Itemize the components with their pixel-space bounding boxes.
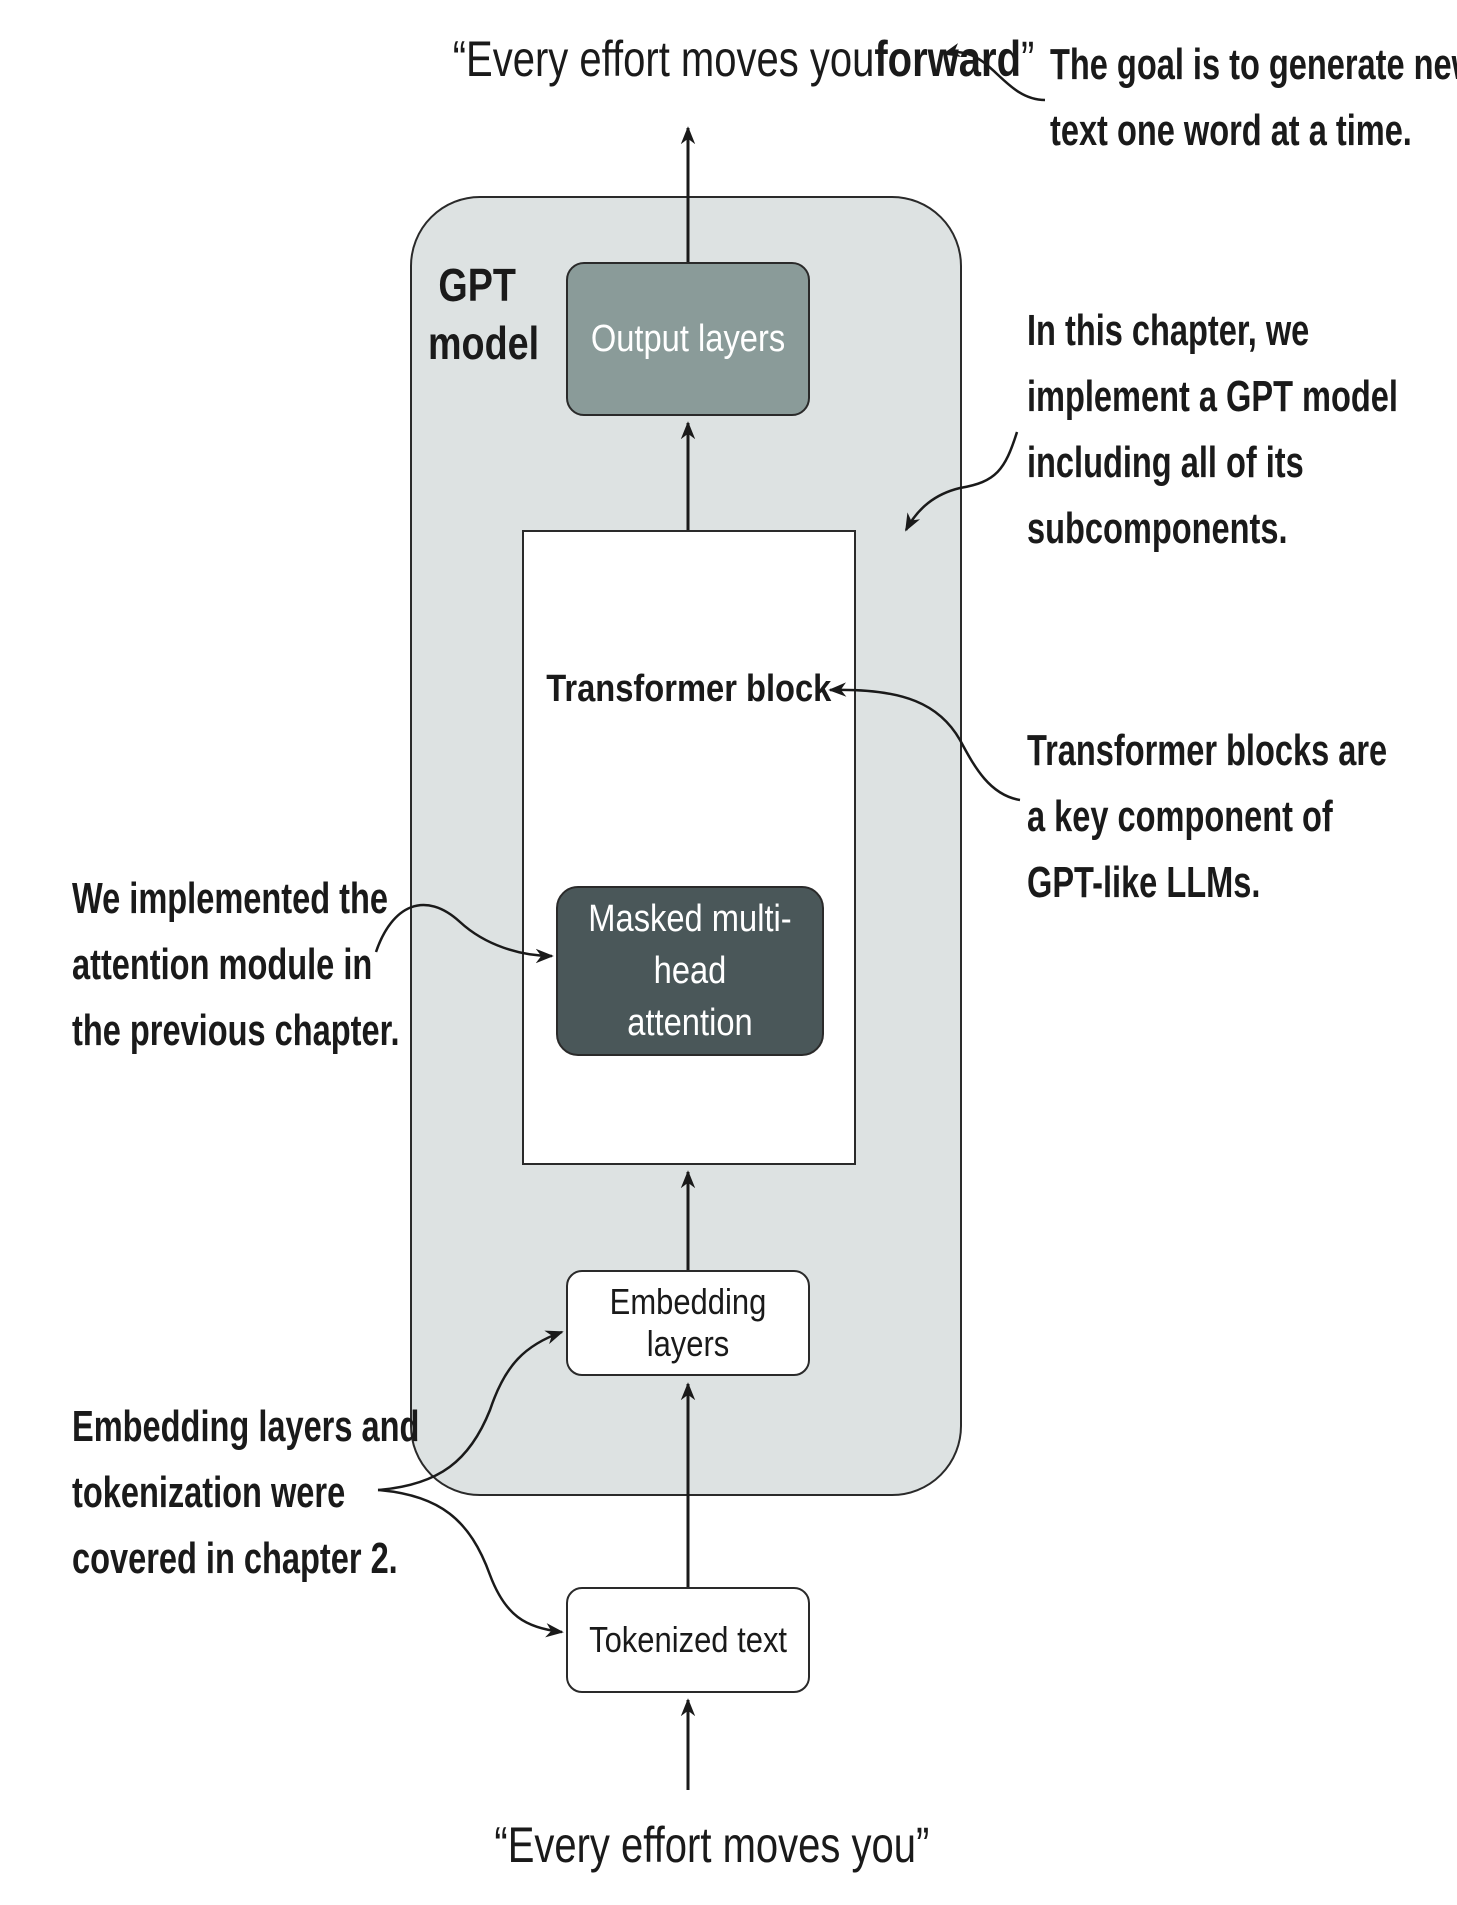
annotation-transformer-line: Transformer blocks are	[1027, 726, 1388, 775]
masked-multi-head-attention-box: Masked multi-head attention	[556, 886, 824, 1056]
input-quote-text: “Every effort moves you”	[494, 1817, 930, 1873]
transformer-block-box	[522, 530, 856, 1165]
output-quote-prefix: “Every effort moves you	[452, 31, 875, 87]
connector-chapter	[904, 431, 1019, 532]
output-quote-bold: forward	[874, 31, 1022, 87]
annotation-attention: We implemented the attention module in t…	[72, 866, 515, 1064]
input-quote: “Every effort moves you”	[440, 1816, 940, 1874]
transformer-block-label: Transformer block	[546, 668, 832, 710]
connector-embedding-upper	[377, 1330, 564, 1492]
tokenized-text-box: Tokenized text	[566, 1587, 810, 1693]
annotation-chapter: In this chapter, we implement a GPT mode…	[1027, 298, 1457, 562]
output-quote: “Every effort moves you forward”	[380, 30, 1035, 88]
transformer-block-label-wrap: Transformer block	[522, 668, 856, 711]
annotation-chapter-line: In this chapter, we	[1027, 306, 1310, 355]
annotation-transformer: Transformer blocks are a key component o…	[1027, 718, 1457, 916]
annotation-chapter-line: subcomponents.	[1027, 504, 1288, 553]
embedding-layers-label: Embedding layers	[609, 1281, 767, 1364]
annotation-embedding-line: tokenization were	[72, 1468, 346, 1517]
gpt-model-label-line2: model	[428, 317, 540, 369]
tokenized-text-label: Tokenized text	[589, 1619, 787, 1660]
output-quote-suffix: ”	[1021, 31, 1035, 87]
annotation-transformer-line: a key component of	[1027, 792, 1333, 841]
gpt-model-label-line1: GPT	[438, 259, 516, 311]
annotation-goal-line: The goal is to generate new	[1050, 40, 1457, 89]
annotation-attention-line: We implemented the	[72, 874, 389, 923]
annotation-attention-line: the previous chapter.	[72, 1006, 400, 1055]
annotation-chapter-line: including all of its	[1027, 438, 1304, 487]
connector-goal	[942, 43, 1046, 102]
mha-label-line1: Masked multi-head	[588, 898, 792, 992]
connector-embedding-lower	[377, 1488, 564, 1638]
annotation-embedding: Embedding layers and tokenization were c…	[72, 1394, 541, 1592]
embedding-layers-box: Embedding layers	[566, 1270, 810, 1376]
annotation-goal: The goal is to generate new text one wor…	[1050, 32, 1457, 164]
connector-attention	[374, 903, 554, 964]
mha-label-line2: attention	[627, 1002, 753, 1044]
annotation-goal-line: text one word at a time.	[1050, 106, 1412, 155]
annotation-chapter-line: implement a GPT model	[1027, 372, 1398, 421]
gpt-model-label: GPT model	[428, 256, 540, 372]
annotation-transformer-line: GPT-like LLMs.	[1027, 858, 1261, 907]
connector-transformer	[828, 682, 1021, 802]
annotation-embedding-line: covered in chapter 2.	[72, 1534, 398, 1583]
annotation-embedding-line: Embedding layers and	[72, 1402, 420, 1451]
annotation-attention-line: attention module in	[72, 940, 373, 989]
output-layers-label: Output layers	[590, 317, 786, 360]
output-layers-box: Output layers	[566, 262, 810, 416]
